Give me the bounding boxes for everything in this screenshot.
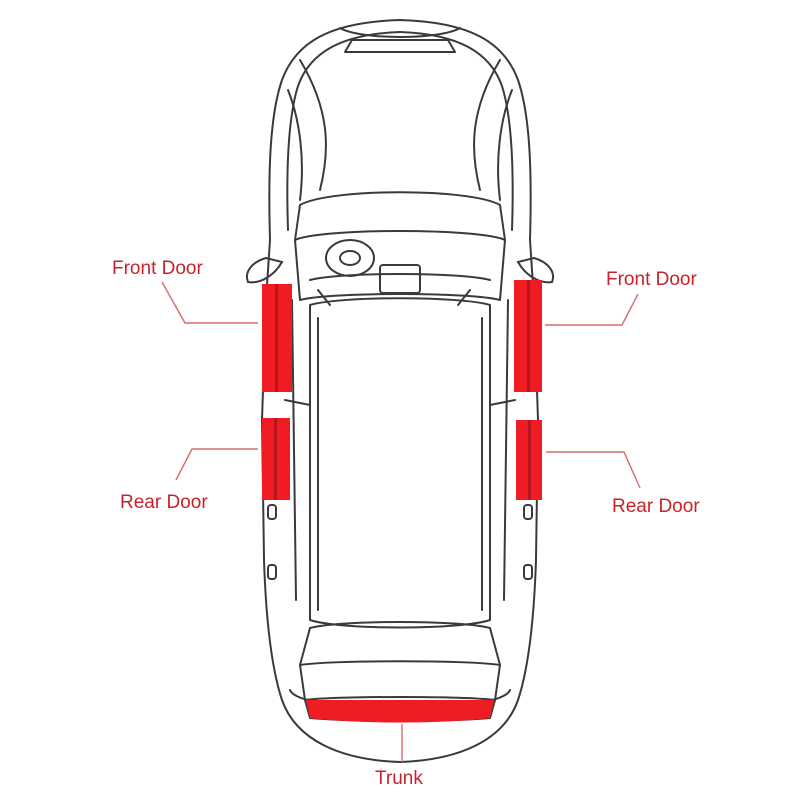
front-right-door-strip [514, 280, 542, 392]
front-left-door-strip [262, 284, 292, 392]
rear-left-door-strip [262, 418, 290, 500]
rear-right-leader-line [546, 451, 641, 489]
trunk-strip [306, 700, 494, 723]
rear-right-door-strip [516, 420, 542, 500]
rear-left-leader-line [175, 448, 258, 481]
rear-right-door-label: Rear Door [612, 496, 700, 517]
mirror-right-icon [516, 256, 554, 284]
front-left-leader-line [161, 281, 258, 324]
front-left-door-label: Front Door [112, 258, 203, 279]
trunk-label: Trunk [375, 768, 423, 789]
front-right-leader-line [545, 293, 639, 326]
mirror-left-icon [246, 256, 284, 284]
front-right-door-label: Front Door [606, 269, 697, 290]
rear-left-door-label: Rear Door [120, 492, 208, 513]
car-outline-icon [262, 20, 538, 762]
